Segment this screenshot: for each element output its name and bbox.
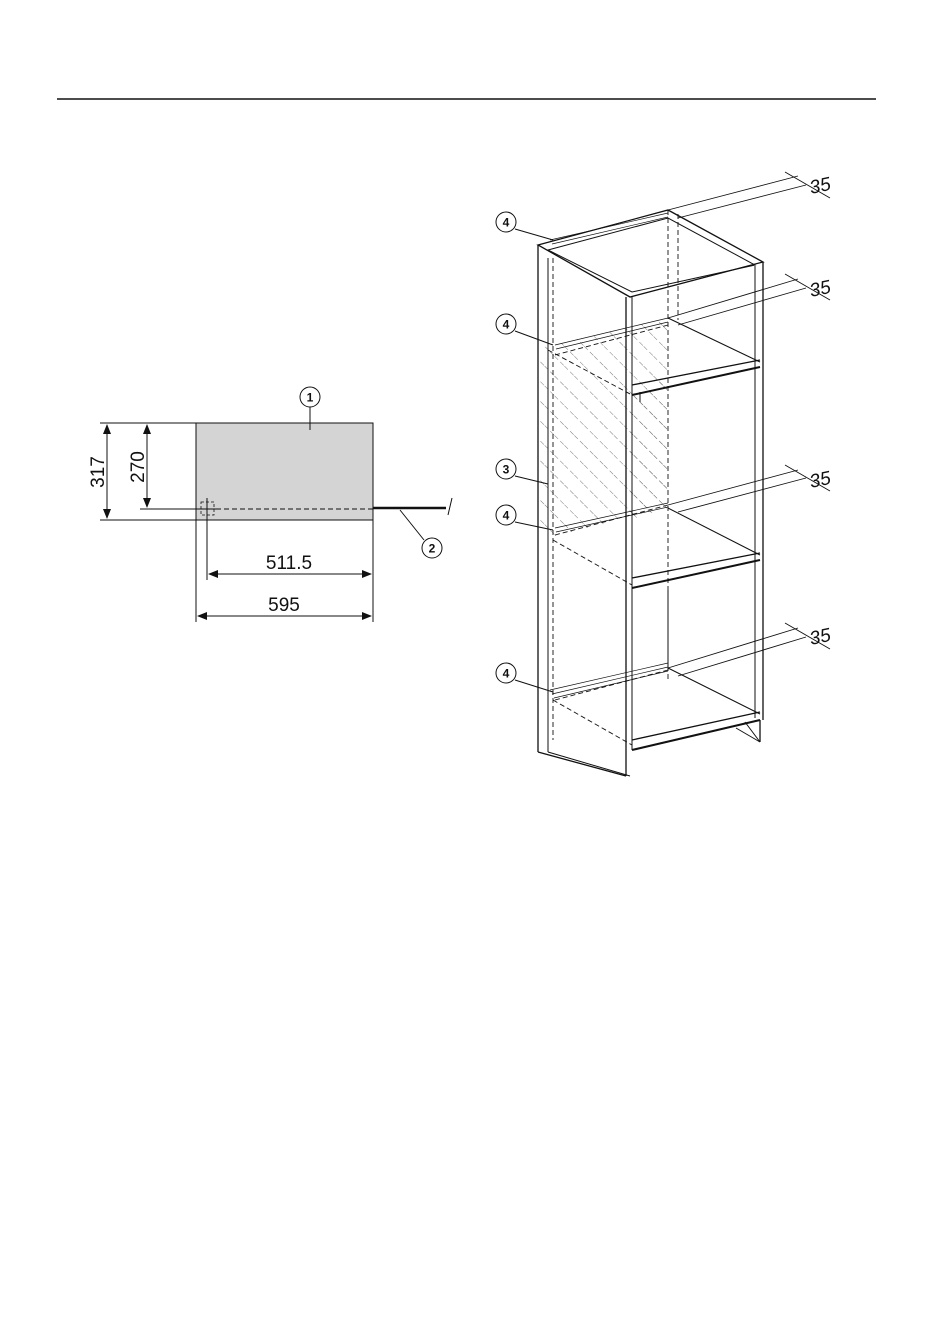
dimension-595: 595 [268,595,300,616]
dimension-270: 270 [128,451,149,483]
callout-4a: 4 [503,216,510,230]
offset-35-1: 35 [808,174,833,199]
dimension-511-5: 511.5 [266,553,312,574]
housing-unit-diagram [538,172,830,776]
appliance-back-panel [196,423,373,520]
offset-35-2: 35 [808,277,833,302]
callout-4b: 4 [503,318,510,332]
dimension-317: 317 [88,456,109,488]
callout-4c: 4 [503,509,510,523]
callout-3: 3 [503,463,510,477]
connection-diagram: 317 270 511.5 595 1 2 [88,387,452,622]
offset-35-3: 35 [808,468,833,493]
offset-35-4: 35 [808,625,833,650]
callout-1: 1 [307,391,314,405]
callout-2: 2 [429,542,436,556]
callout-4d: 4 [503,667,510,681]
